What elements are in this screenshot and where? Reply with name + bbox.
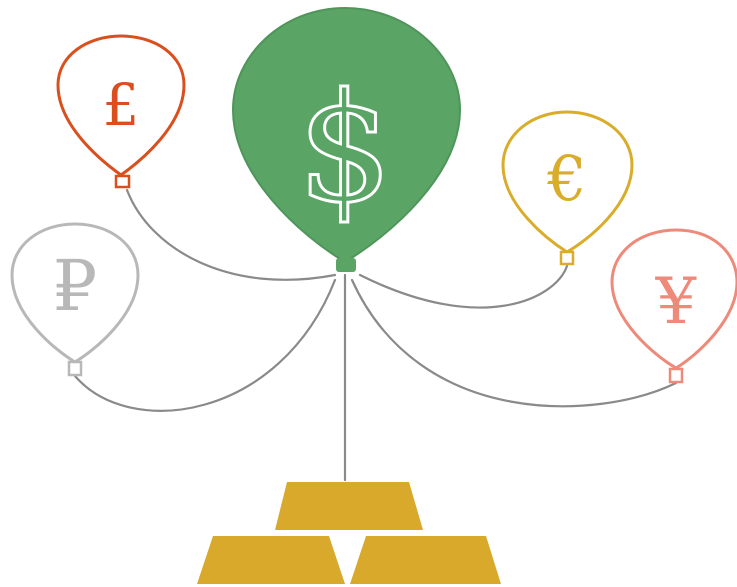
dollar-balloon: $ bbox=[231, 6, 462, 272]
ruble-balloon: ₽ bbox=[10, 222, 140, 377]
balloon-strings bbox=[73, 188, 678, 482]
gold-bar-bottom-right bbox=[350, 536, 501, 584]
string-ruble bbox=[73, 278, 337, 412]
euro-balloon-knot bbox=[559, 250, 575, 266]
string-yen bbox=[350, 278, 678, 408]
yen-symbol: ¥ bbox=[655, 265, 697, 339]
gold-bar-top bbox=[275, 482, 423, 530]
euro-symbol: € bbox=[546, 142, 586, 215]
yen-balloon-shape bbox=[610, 228, 737, 370]
dollar-balloon-shape bbox=[231, 6, 462, 264]
string-pound bbox=[125, 188, 337, 281]
ruble-balloon-shape bbox=[10, 222, 140, 364]
yen-balloon: ¥ bbox=[610, 228, 737, 384]
string-euro bbox=[358, 264, 569, 309]
dollar-balloon-knot bbox=[336, 258, 356, 272]
pound-symbol: £ bbox=[103, 71, 140, 139]
pound-balloon-shape bbox=[56, 34, 186, 177]
euro-balloon-shape bbox=[501, 110, 634, 254]
gold-bars bbox=[197, 482, 501, 584]
ruble-balloon-knot bbox=[67, 360, 83, 377]
pound-balloon-knot bbox=[114, 174, 131, 189]
pound-balloon: £ bbox=[56, 34, 186, 189]
gold-bar-bottom-left bbox=[197, 536, 345, 584]
dollar-symbol: $ bbox=[297, 62, 392, 236]
yen-balloon-knot bbox=[668, 367, 684, 384]
ruble-symbol: ₽ bbox=[53, 245, 98, 327]
euro-balloon: € bbox=[501, 110, 634, 266]
